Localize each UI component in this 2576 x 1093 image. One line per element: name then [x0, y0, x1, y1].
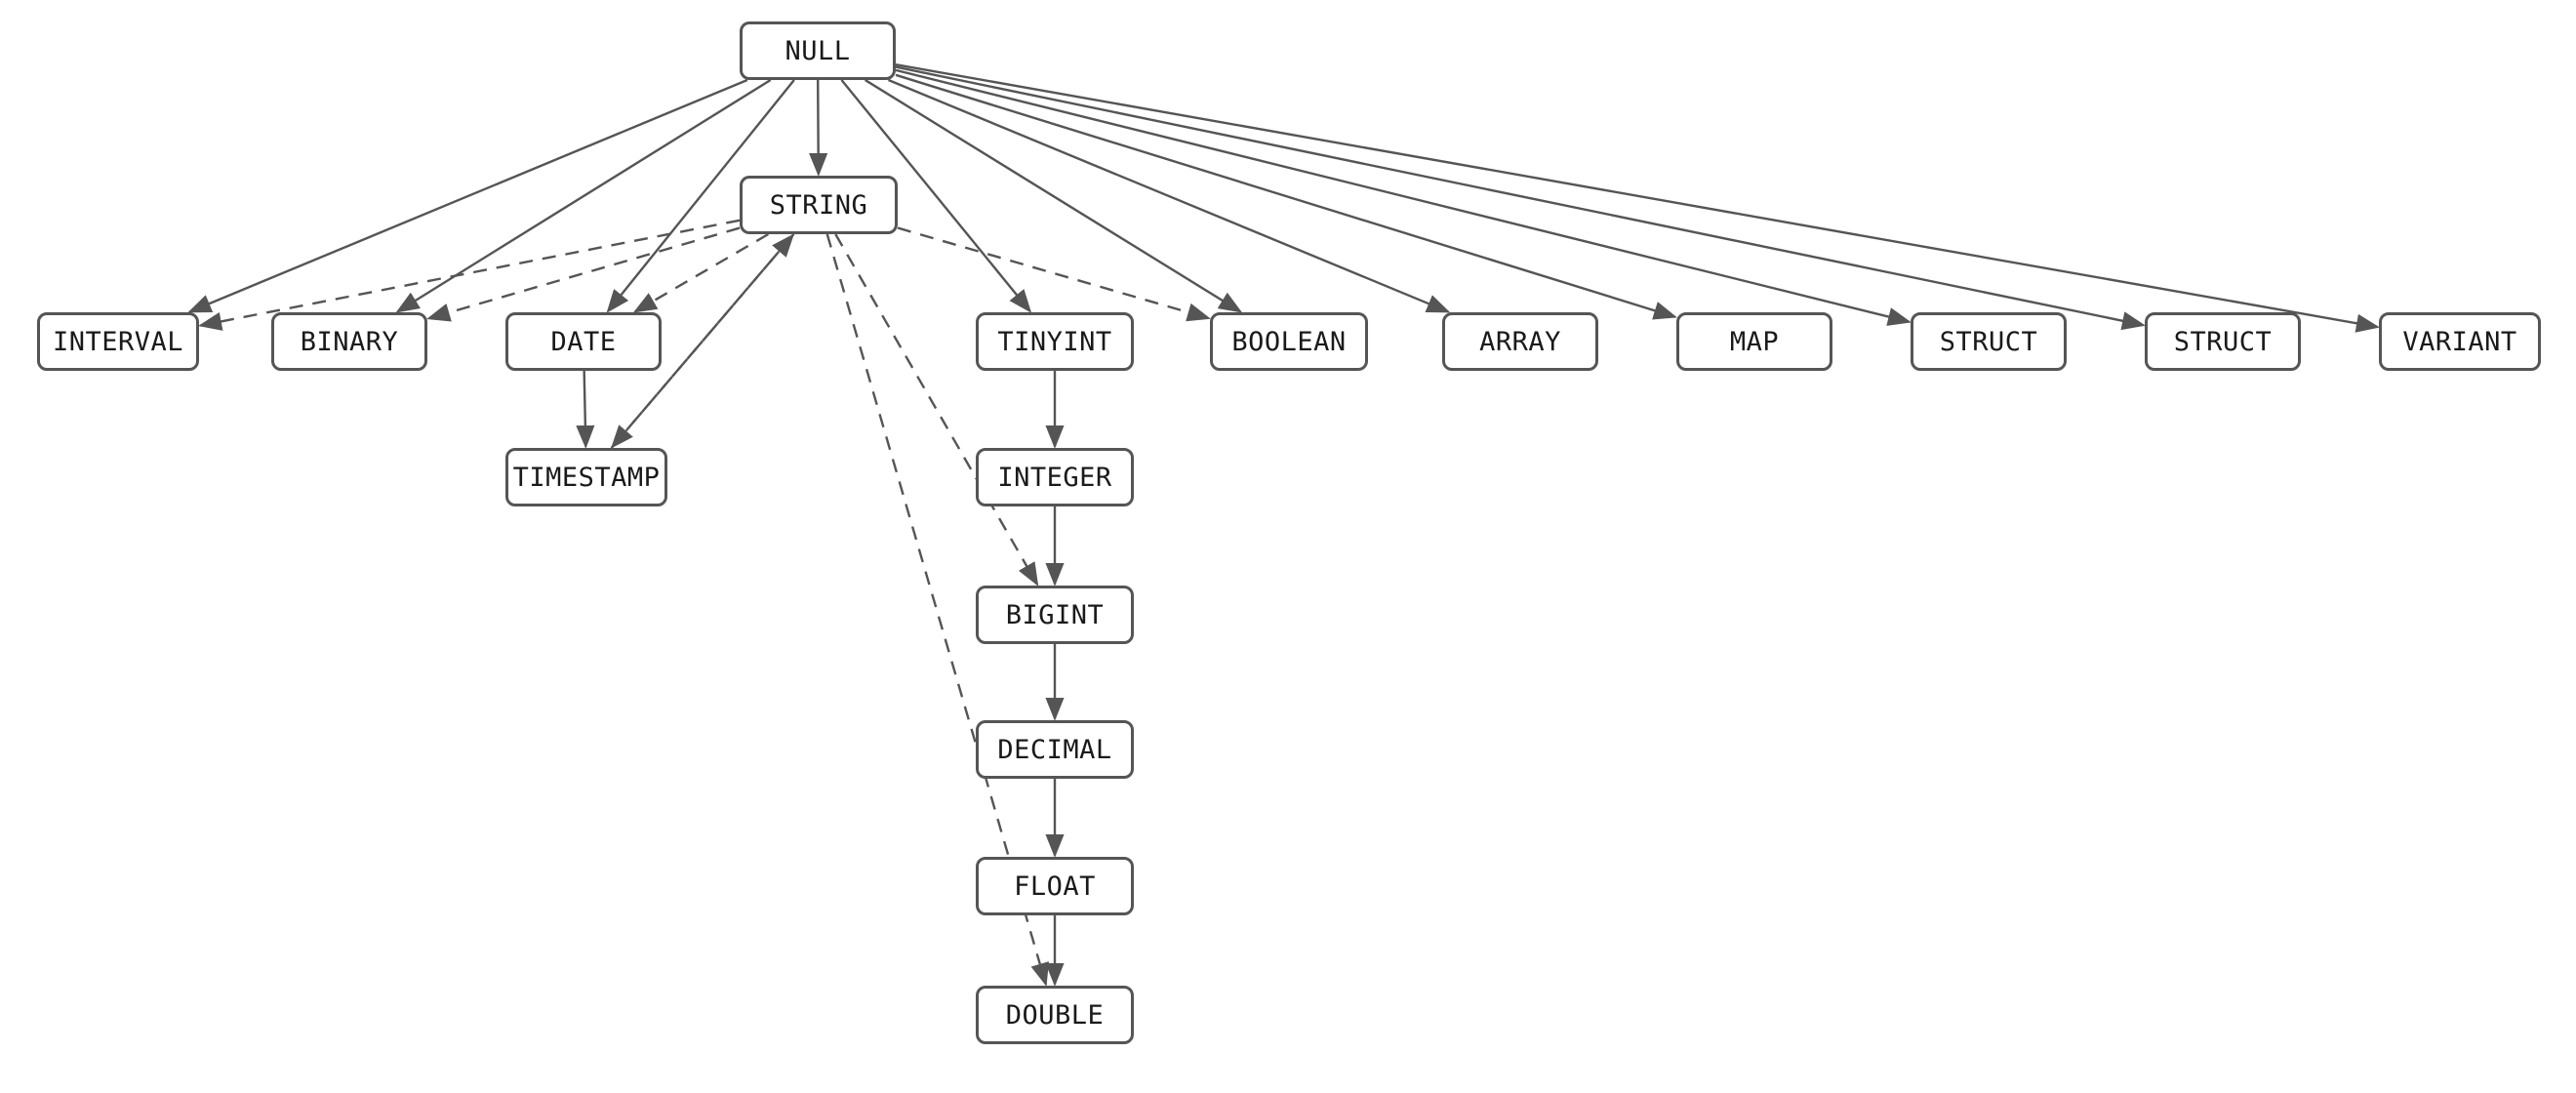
edge-null-to-map — [895, 73, 1677, 320]
edge-date-to-timestamp — [576, 370, 595, 449]
node-label: NULL — [785, 35, 851, 66]
edge-null-to-date — [606, 79, 795, 313]
edge-null-to-tinyint — [840, 79, 1032, 313]
node-array[interactable]: ARRAY — [1442, 312, 1598, 371]
edge-null-to-string — [809, 79, 828, 177]
edge-string-to-date — [632, 232, 769, 313]
node-label: ARRAY — [1479, 326, 1561, 357]
node-label: BINARY — [300, 326, 399, 357]
node-tinyint[interactable]: TINYINT — [976, 312, 1134, 371]
node-double[interactable]: DOUBLE — [976, 986, 1134, 1044]
edge-null-to-struct2 — [895, 65, 2146, 331]
edge-null-to-array — [888, 78, 1451, 313]
node-label: TIMESTAMP — [512, 462, 661, 493]
node-variant[interactable]: VARIANT — [2379, 312, 2541, 371]
node-bigint[interactable]: BIGINT — [976, 586, 1134, 644]
node-timestamp[interactable]: TIMESTAMP — [505, 448, 667, 506]
node-float[interactable]: FLOAT — [976, 857, 1134, 915]
node-label: DECIMAL — [997, 734, 1112, 765]
node-label: INTEGER — [997, 462, 1112, 493]
node-label: TINYINT — [997, 326, 1112, 357]
node-struct1[interactable]: STRUCT — [1911, 312, 2067, 371]
node-label: FLOAT — [1014, 870, 1096, 902]
edge-null-to-interval — [187, 78, 748, 313]
node-interval[interactable]: INTERVAL — [37, 312, 199, 371]
node-boolean[interactable]: BOOLEAN — [1210, 312, 1368, 371]
node-null[interactable]: NULL — [740, 21, 896, 80]
node-integer[interactable]: INTEGER — [976, 448, 1134, 506]
node-decimal[interactable]: DECIMAL — [976, 720, 1134, 779]
edge-string-to-boolean — [897, 226, 1211, 322]
node-label: DATE — [550, 326, 617, 357]
edge-string-to-interval — [198, 219, 741, 331]
node-label: VARIANT — [2402, 326, 2517, 357]
node-label: BOOLEAN — [1231, 326, 1347, 357]
node-label: INTERVAL — [52, 326, 184, 357]
node-label: BIGINT — [1005, 599, 1105, 630]
edge-null-to-boolean — [864, 78, 1243, 313]
node-string[interactable]: STRING — [740, 176, 898, 234]
edge-string-to-bigint — [834, 233, 1039, 587]
node-struct2[interactable]: STRUCT — [2145, 312, 2301, 371]
edge-string-to-binary — [426, 226, 741, 322]
node-date[interactable]: DATE — [505, 312, 662, 371]
node-map[interactable]: MAP — [1676, 312, 1832, 371]
edge-null-to-binary — [395, 78, 772, 313]
node-label: STRING — [769, 189, 868, 221]
node-binary[interactable]: BINARY — [271, 312, 427, 371]
edge-null-to-variant — [895, 62, 2380, 333]
edge-string-to-double — [825, 233, 1050, 987]
edge-null-to-struct1 — [895, 68, 1912, 326]
node-label: STRUCT — [2173, 326, 2273, 357]
node-label: STRUCT — [1939, 326, 2038, 357]
node-label: MAP — [1729, 326, 1780, 357]
node-label: DOUBLE — [1005, 999, 1105, 1031]
